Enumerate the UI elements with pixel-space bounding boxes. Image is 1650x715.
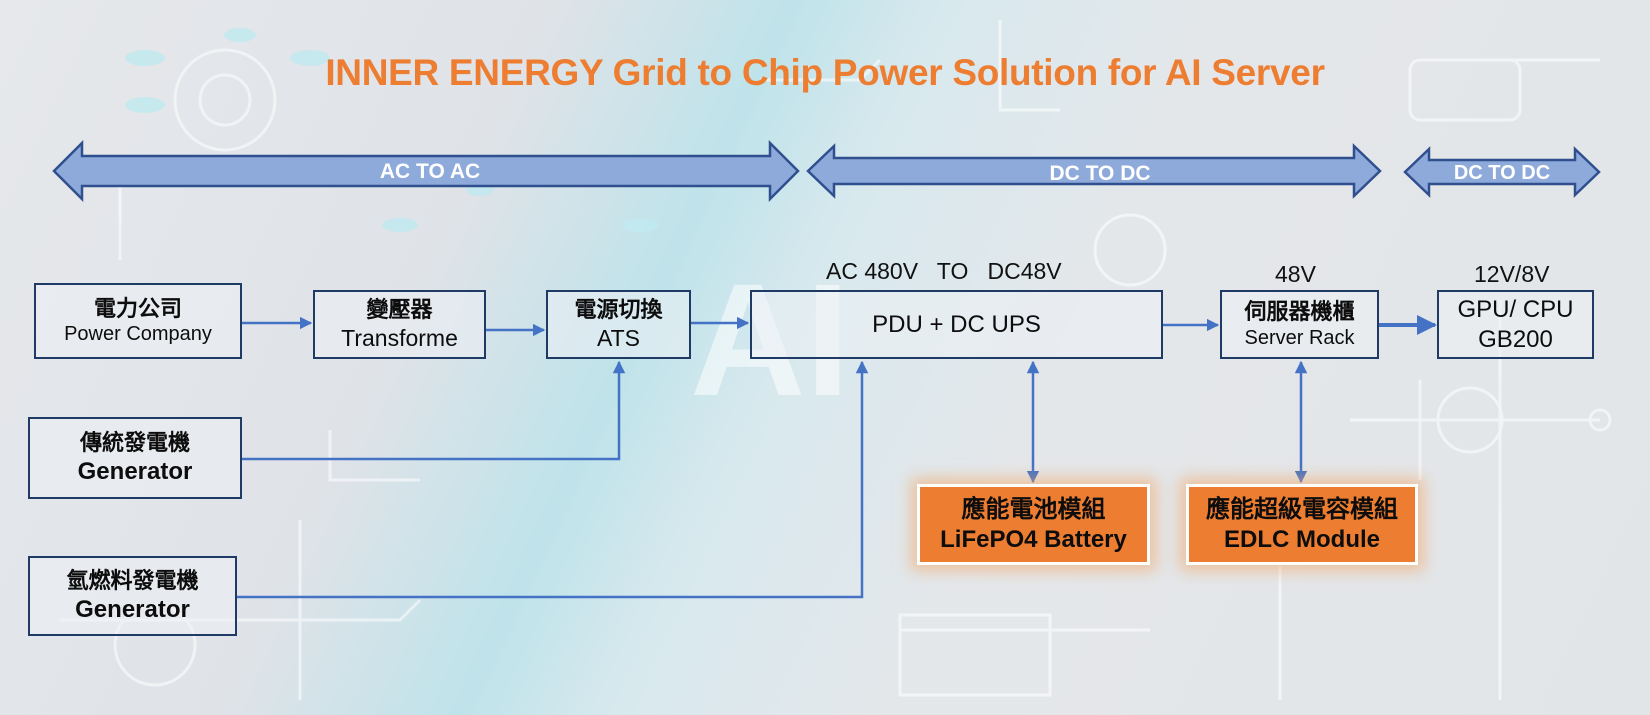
node-hydrogen-generator-en: Generator <box>75 595 190 623</box>
node-generator: 傳統發電機 Generator <box>28 417 242 499</box>
node-transformer: 變壓器 Transforme <box>313 290 486 359</box>
node-edlc-module: 應能超級電容模組 EDLC Module <box>1186 484 1418 565</box>
node-gpu-line1: GPU/ CPU <box>1457 295 1574 323</box>
node-ats: 電源切換 ATS <box>546 290 691 359</box>
node-edlc-zh: 應能超級電容模組 <box>1206 495 1398 523</box>
node-battery-en: LiFePO4 Battery <box>940 525 1127 553</box>
band-arrow-ac-to-ac <box>52 139 800 203</box>
node-ats-zh: 電源切換 <box>574 297 663 323</box>
band-arrow-dc-to-dc <box>806 143 1382 199</box>
node-transformer-en: Transforme <box>341 324 458 351</box>
node-server-rack-en: Server Rack <box>1244 326 1355 349</box>
node-transformer-zh: 變壓器 <box>366 297 433 323</box>
node-generator-zh: 傳統發電機 <box>79 430 190 456</box>
voltage-label-rack: 48V <box>1275 261 1316 287</box>
voltage-label-gpu: 12V/8V <box>1474 261 1550 287</box>
connector-hydrogen-to-pdu <box>237 360 869 599</box>
band-label-dc-to-dc: DC TO DC <box>1049 162 1151 185</box>
node-generator-en: Generator <box>77 457 193 485</box>
node-power-company: 電力公司 Power Company <box>34 283 242 359</box>
node-hydrogen-generator: 氫燃料發電機 Generator <box>28 556 237 636</box>
node-power-company-en: Power Company <box>64 323 212 346</box>
node-server-rack: 伺服器機櫃 Server Rack <box>1220 290 1379 359</box>
node-pdu-en: PDU + DC UPS <box>872 310 1041 338</box>
node-gpu-cpu: GPU/ CPU GB200 <box>1437 290 1594 359</box>
diagram-title: INNER ENERGY Grid to Chip Power Solution… <box>325 52 1325 93</box>
node-battery-zh: 應能電池模組 <box>961 495 1106 523</box>
band-arrow-dc-to-dc-chip <box>1403 146 1601 198</box>
node-ats-en: ATS <box>596 324 641 351</box>
connector-generator-to-ats <box>242 360 626 461</box>
band-label-ac-to-ac: AC TO AC <box>379 160 481 183</box>
node-edlc-en: EDLC Module <box>1224 525 1380 553</box>
node-server-rack-zh: 伺服器機櫃 <box>1244 299 1355 325</box>
node-pdu-dc-ups: PDU + DC UPS <box>750 290 1163 359</box>
node-hydrogen-generator-zh: 氫燃料發電機 <box>66 568 199 594</box>
node-gpu-line2: GB200 <box>1478 325 1553 353</box>
band-label-dc-to-dc-chip: DC TO DC <box>1453 162 1551 184</box>
voltage-label-pdu: AC 480V TO DC48V <box>826 258 1062 284</box>
node-battery-module: 應能電池模組 LiFePO4 Battery <box>917 484 1150 565</box>
node-power-company-zh: 電力公司 <box>93 295 182 321</box>
